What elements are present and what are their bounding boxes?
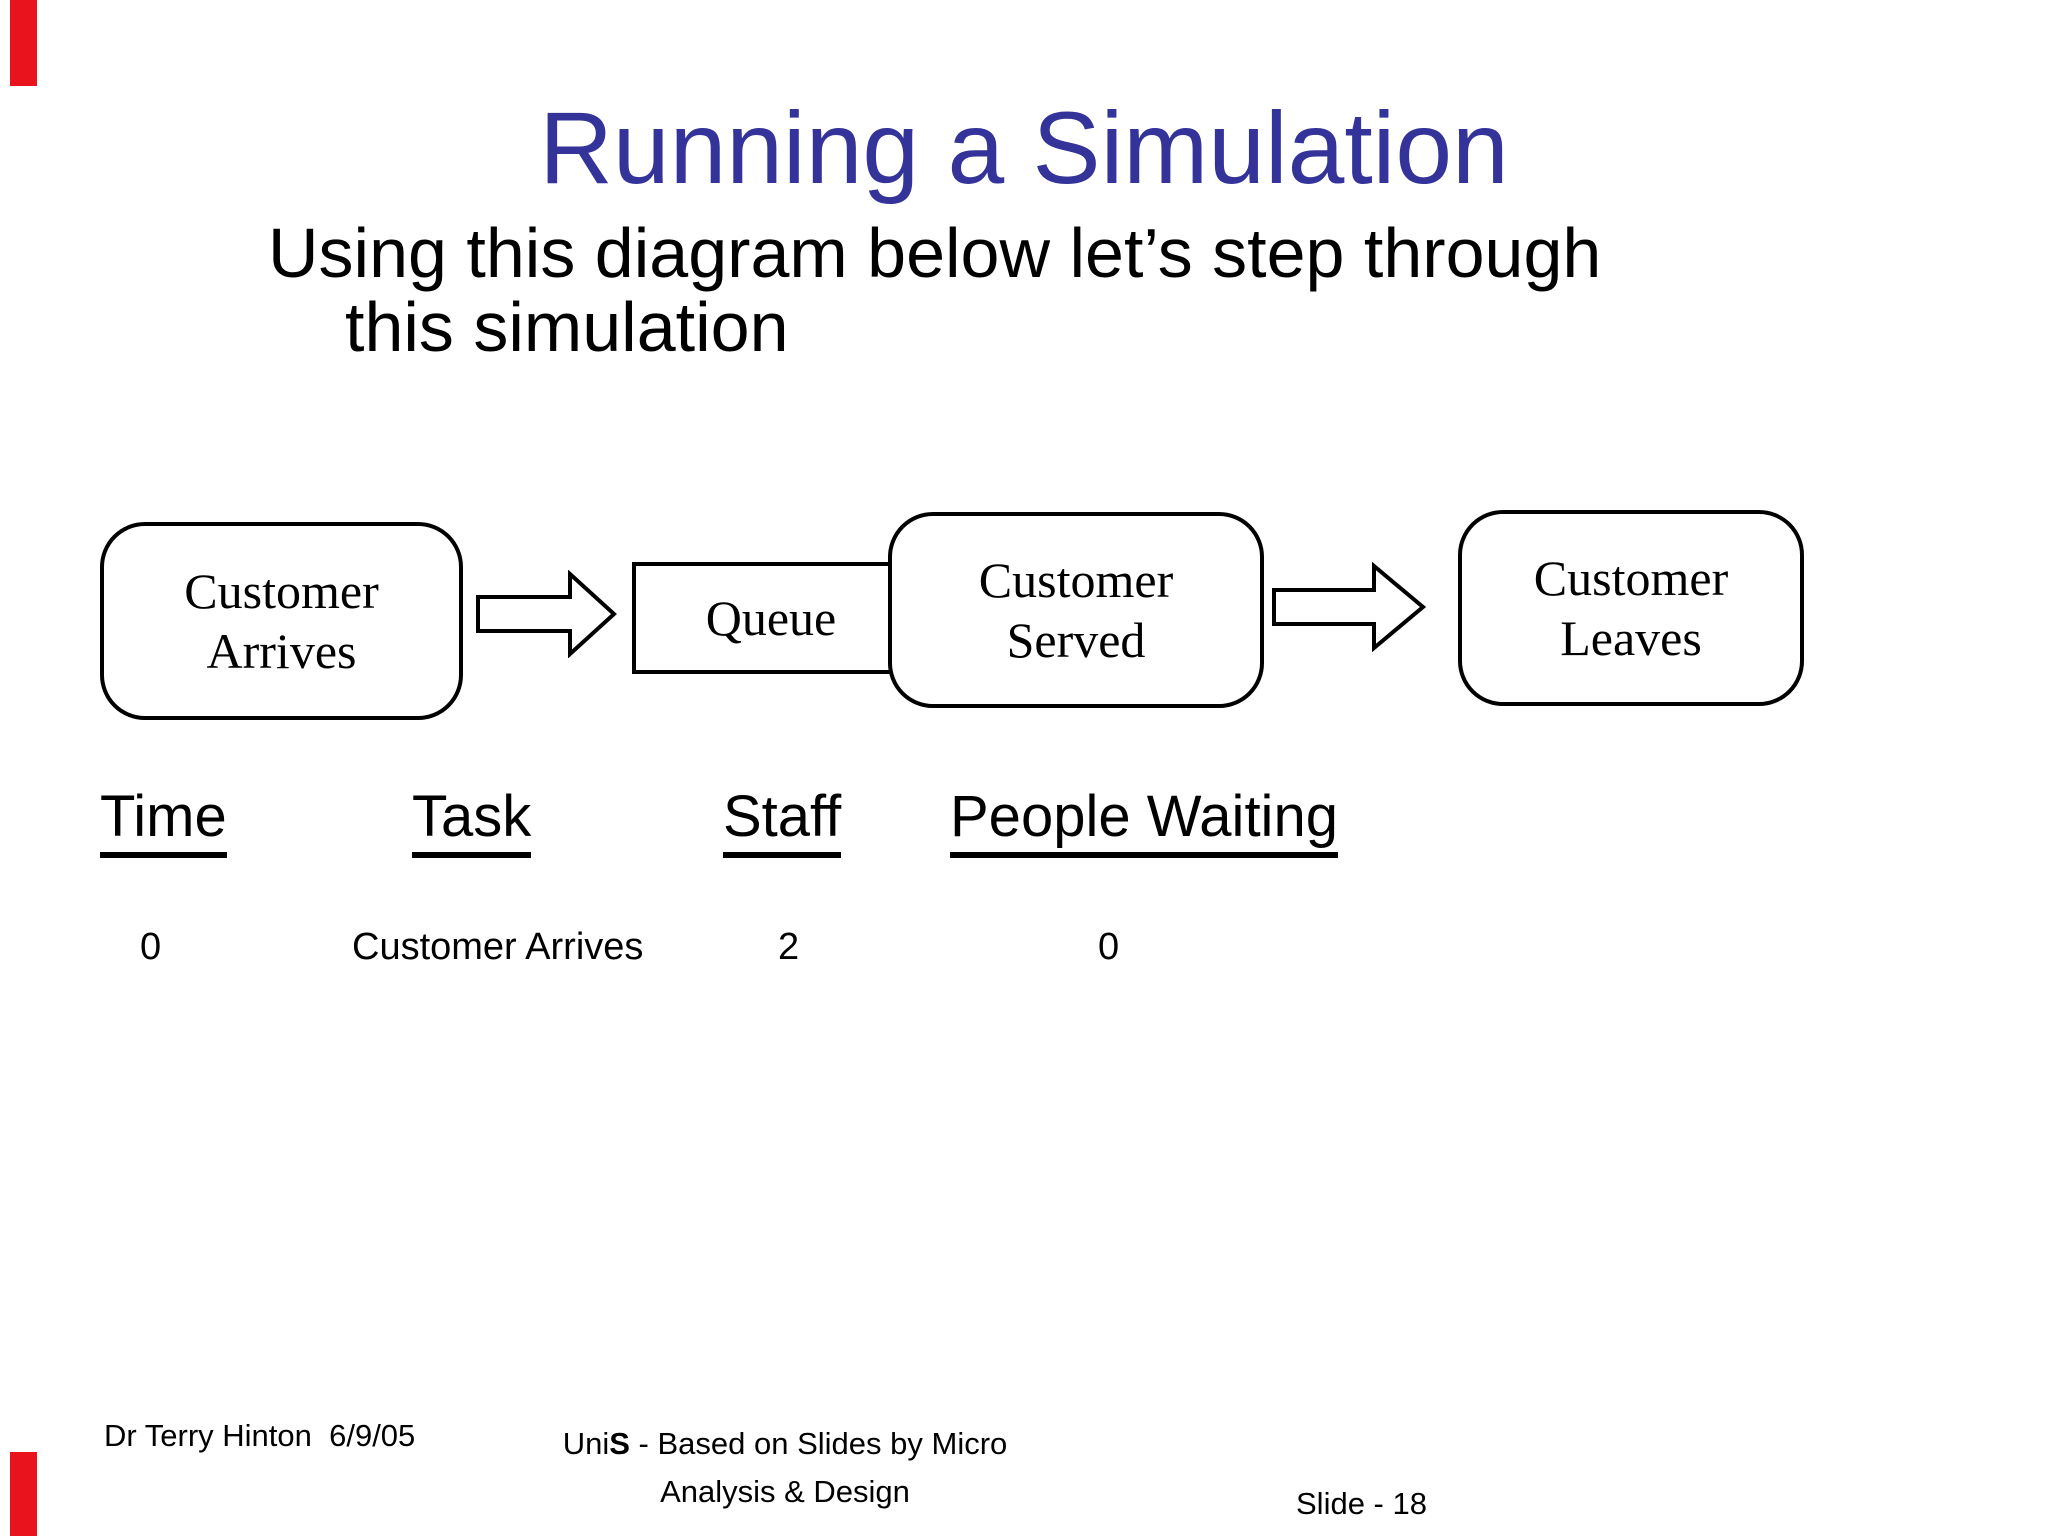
cell-task: Customer Arrives: [352, 926, 644, 968]
subtitle-line-1: Using this diagram below let’s step thro…: [268, 214, 1602, 292]
node-label-line: Arrives: [206, 623, 357, 679]
diagram-node-customer-leaves: Customer Leaves: [1458, 510, 1804, 706]
footer-credit-line-1: UniS - Based on Slides by Micro: [562, 1426, 1008, 1461]
cell-people-waiting: 0: [1098, 926, 1120, 968]
node-label-line: Customer: [978, 552, 1174, 608]
diagram-node-queue: Queue: [632, 562, 910, 674]
flow-arrow-icon: [1272, 562, 1427, 652]
diagram-node-customer-served: Customer Served: [888, 512, 1264, 708]
footer-credit: UniS - Based on Slides by Micro Analysis…: [520, 1420, 1050, 1516]
column-header-time: Time: [100, 788, 227, 858]
node-label-line: Served: [1006, 612, 1146, 668]
diagram-node-customer-arrives: Customer Arrives: [100, 522, 463, 720]
column-header-task: Task: [412, 788, 532, 858]
footer-credit-line-2: Analysis & Design: [660, 1474, 910, 1509]
node-label-line: Leaves: [1560, 610, 1702, 666]
column-header-people-waiting: People Waiting: [950, 788, 1338, 858]
flow-arrow-icon: [476, 570, 617, 658]
left-edge-marker-bottom: [10, 1452, 37, 1536]
cell-time: 0: [140, 926, 162, 968]
subtitle-line-2: this simulation: [345, 288, 789, 366]
slide-number: Slide - 18: [1296, 1486, 1427, 1521]
column-header-staff: Staff: [723, 788, 842, 858]
node-label-line: Customer: [1533, 550, 1729, 606]
node-label-line: Customer: [184, 563, 379, 619]
page-title: Running a Simulation: [539, 91, 1509, 205]
footer-author-date: Dr Terry Hinton 6/9/05: [104, 1418, 416, 1453]
left-edge-marker-top: [10, 0, 37, 86]
node-label-line: Queue: [705, 590, 837, 646]
cell-staff: 2: [778, 926, 800, 968]
